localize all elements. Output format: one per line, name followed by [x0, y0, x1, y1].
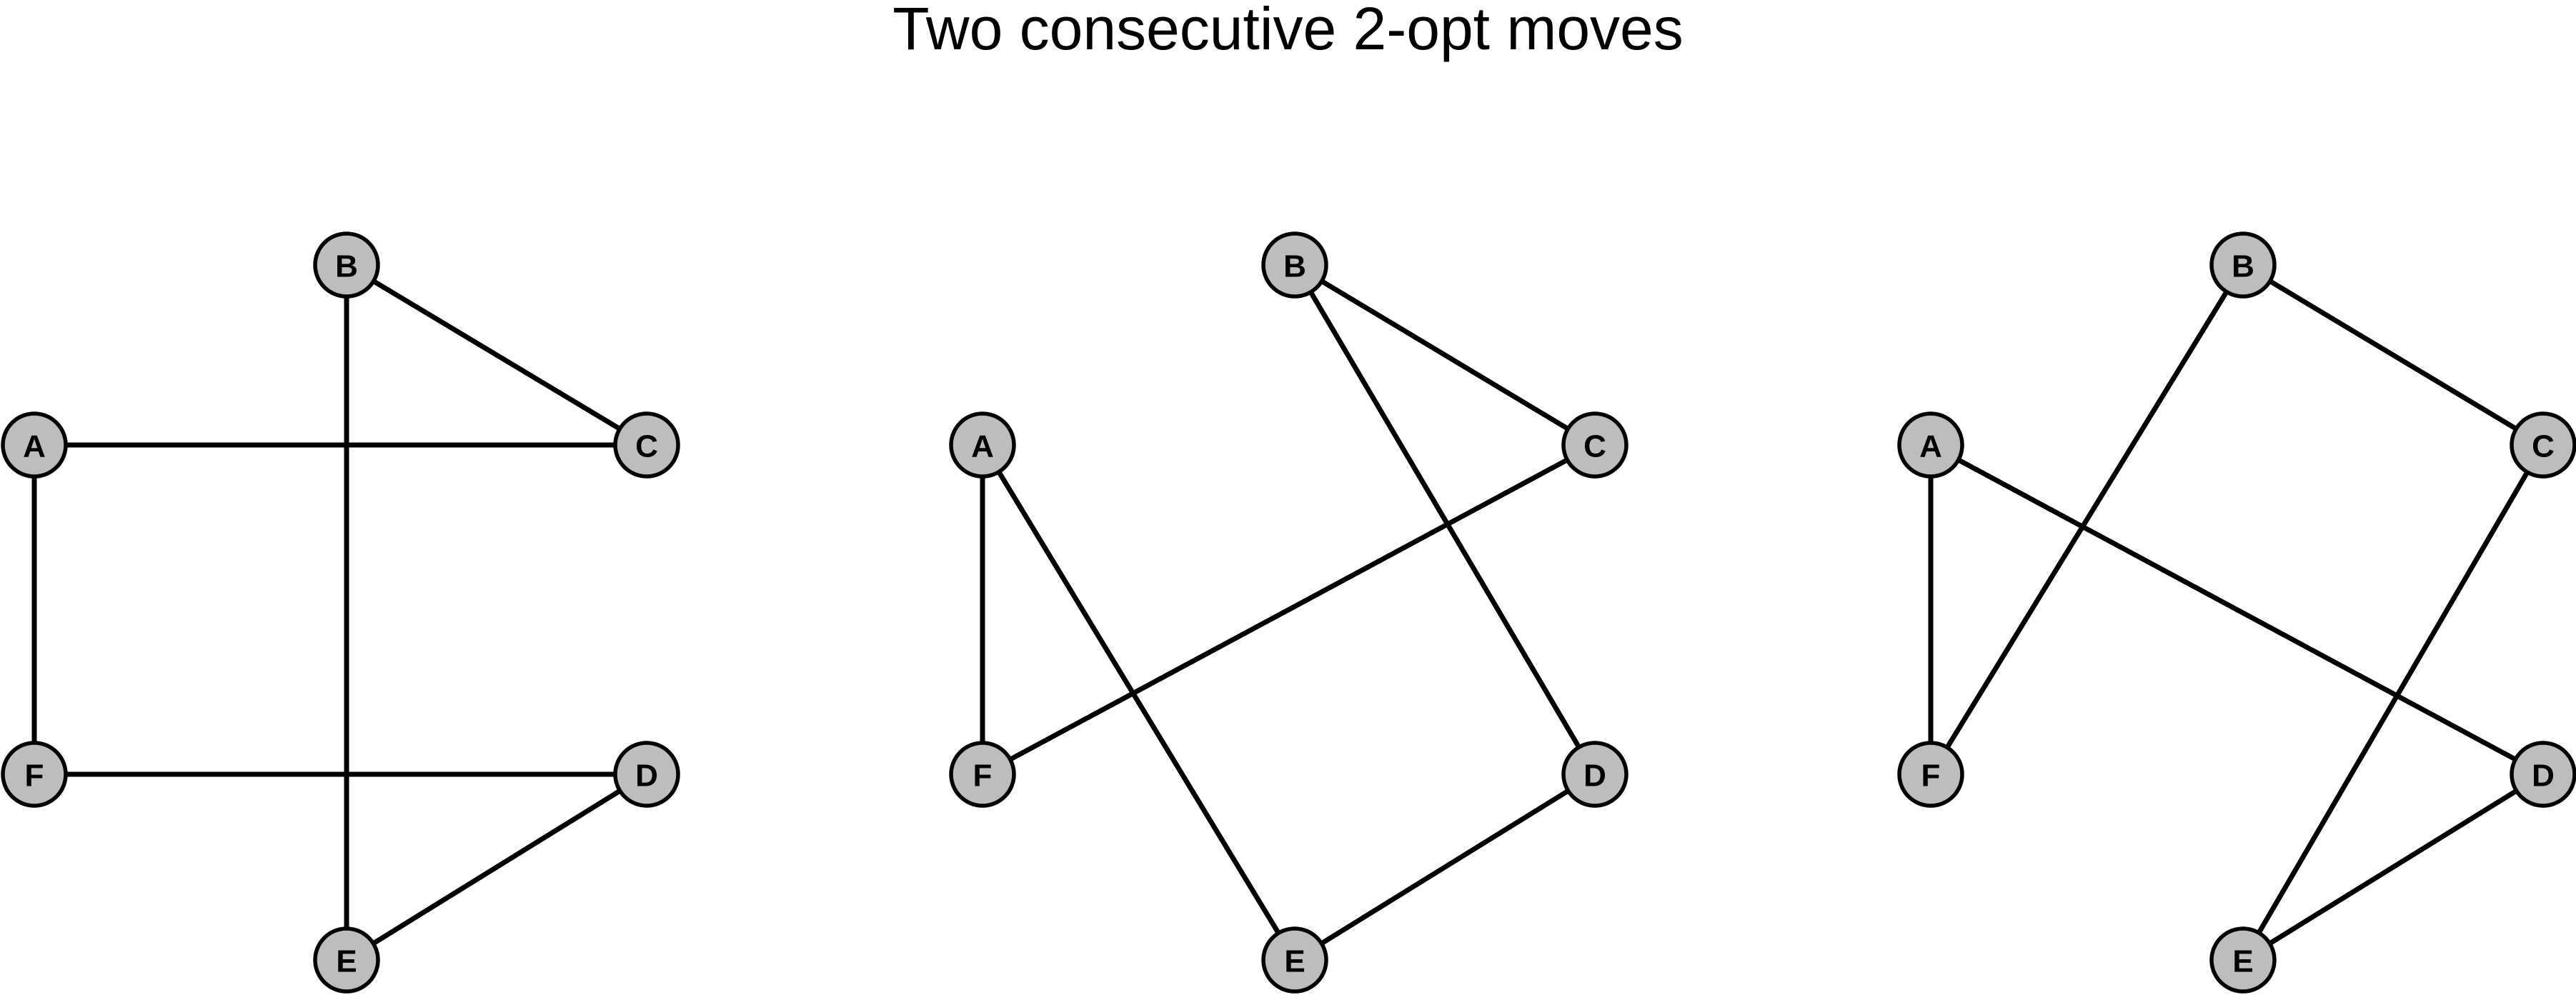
node-label: A: [971, 429, 994, 464]
node-a: A: [1897, 411, 1964, 479]
node-circle: [2510, 741, 2576, 808]
node-circle: [949, 411, 1016, 479]
node-label: E: [1284, 944, 1305, 979]
node-label: C: [635, 429, 658, 464]
node-circle: [613, 411, 680, 479]
node-circle: [1261, 231, 1328, 299]
node-circle: [1561, 411, 1628, 479]
node-label: A: [23, 429, 46, 464]
edge-e-d: [1292, 771, 1598, 963]
edge-c-f: [980, 442, 1598, 777]
edge-d-b: [1292, 262, 1598, 777]
node-circle: [2510, 411, 2576, 479]
edge-c-b: [344, 262, 650, 448]
node-label: B: [2232, 249, 2254, 284]
node-c: C: [613, 411, 680, 479]
tour-panel-2: A B C D E F: [949, 231, 1628, 994]
node-a: A: [1, 411, 68, 479]
node-b: B: [313, 231, 380, 299]
tour-panel-3: A B C D E F: [1897, 231, 2576, 994]
node-circle: [313, 231, 380, 299]
node-label: D: [2532, 759, 2555, 794]
node-label: F: [1921, 759, 1941, 794]
node-circle: [1, 411, 68, 479]
node-circle: [1897, 741, 1964, 808]
node-label: C: [2532, 429, 2555, 464]
edge-d-e: [2240, 771, 2546, 963]
node-circle: [1561, 741, 1628, 808]
node-a: A: [949, 411, 1016, 479]
node-circle: [1897, 411, 1964, 479]
node-label: F: [973, 759, 993, 794]
edge-e-c: [2240, 442, 2546, 963]
node-f: F: [949, 741, 1016, 808]
node-c: C: [2510, 411, 2576, 479]
node-d: D: [1561, 741, 1628, 808]
node-label: D: [635, 759, 658, 794]
node-f: F: [1, 741, 68, 808]
node-circle: [2209, 231, 2277, 299]
node-label: B: [335, 249, 358, 284]
node-label: D: [1583, 759, 1606, 794]
node-circle: [2209, 926, 2277, 994]
node-b: B: [1261, 231, 1328, 299]
node-circle: [1261, 926, 1328, 994]
edge-b-f: [1928, 262, 2246, 777]
panels-root: A B C D E F A B C D E F A B C D E F: [1, 231, 2576, 994]
node-e: E: [313, 926, 380, 994]
node-e: E: [2209, 926, 2277, 994]
node-circle: [313, 926, 380, 994]
node-label: B: [1283, 249, 1306, 284]
node-label: E: [2232, 944, 2253, 979]
edge-b-c: [1292, 262, 1598, 448]
edge-a-e: [980, 442, 1298, 963]
node-d: D: [2510, 741, 2576, 808]
node-circle: [949, 741, 1016, 808]
edge-e-d: [344, 771, 650, 963]
edge-a-d: [1928, 442, 2546, 777]
edge-c-b: [2240, 262, 2546, 448]
node-f: F: [1897, 741, 1964, 808]
page-title: Two consecutive 2-opt moves: [892, 0, 1684, 62]
node-e: E: [1261, 926, 1328, 994]
node-label: C: [1583, 429, 1606, 464]
node-c: C: [1561, 411, 1628, 479]
node-b: B: [2209, 231, 2277, 299]
node-label: F: [25, 759, 44, 794]
node-circle: [1, 741, 68, 808]
node-circle: [613, 741, 680, 808]
node-d: D: [613, 741, 680, 808]
node-label: A: [1919, 429, 1942, 464]
node-label: E: [336, 944, 357, 979]
tour-panel-1: A B C D E F: [1, 231, 680, 994]
